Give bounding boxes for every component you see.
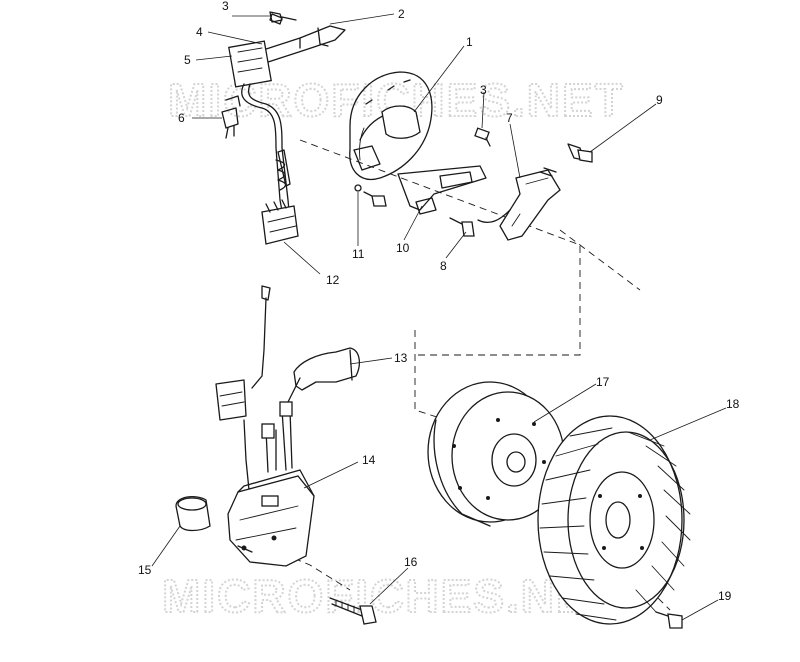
bolt-11 — [354, 184, 387, 207]
callout-15: 15 — [138, 563, 152, 577]
callout-18: 18 — [726, 397, 740, 411]
callout-11: 11 — [352, 247, 365, 261]
callout-16: 16 — [404, 555, 418, 569]
callout-3-mid: 3 — [480, 83, 487, 97]
callout-19: 19 — [718, 589, 732, 603]
callout-2: 2 — [398, 7, 405, 21]
part-18-cooling-fan — [537, 415, 691, 625]
part-15-bushing — [175, 495, 211, 532]
callout-5: 5 — [184, 53, 191, 67]
watermark-bottom: MICROFICHES.NET — [162, 570, 619, 622]
part-16-bolt — [329, 597, 377, 625]
part-6-clip — [221, 95, 241, 139]
callout-7: 7 — [506, 111, 513, 125]
callouts: 1 2 3 3 4 5 6 7 8 9 10 11 12 13 14 15 16… — [138, 0, 740, 603]
part-10-bracket — [397, 165, 487, 215]
part-14-ignition-coil — [215, 379, 315, 567]
part-17-flywheel — [427, 381, 565, 527]
part-13-plug-cap — [251, 285, 361, 411]
callout-1: 1 — [466, 35, 473, 49]
leader-lines — [151, 13, 727, 621]
callout-9: 9 — [656, 93, 663, 107]
part-12-connector — [261, 199, 299, 245]
part-wire-harness — [241, 83, 291, 223]
part-bracket-assembly — [228, 13, 346, 88]
bolt-3-top — [269, 11, 297, 23]
bolt-3-mid — [474, 127, 491, 147]
callout-10: 10 — [396, 241, 410, 255]
bolt-8 — [449, 217, 475, 237]
callout-13: 13 — [394, 351, 408, 365]
callout-6: 6 — [178, 111, 185, 125]
callout-4: 4 — [196, 25, 203, 39]
callout-3-top: 3 — [222, 0, 229, 13]
callout-14: 14 — [362, 453, 376, 467]
callout-8: 8 — [440, 259, 447, 273]
part-1-stator-plate — [349, 71, 433, 180]
callout-17: 17 — [596, 375, 610, 389]
part-7-pickup-coil — [477, 167, 561, 241]
bolt-9 — [567, 143, 593, 163]
part-19-screw — [655, 611, 683, 629]
callout-12: 12 — [326, 273, 340, 287]
